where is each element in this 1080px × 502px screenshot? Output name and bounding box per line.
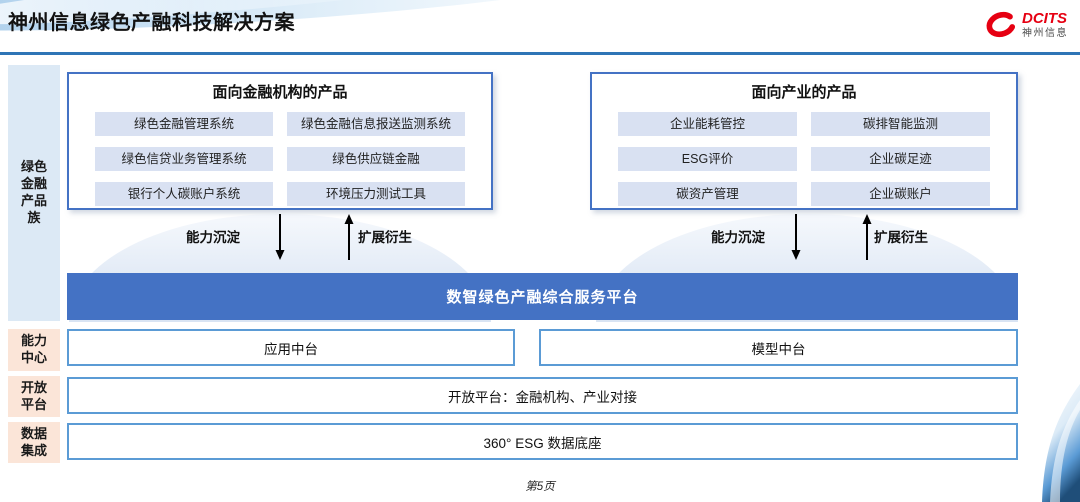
product-item: 企业碳足迹 <box>811 147 990 171</box>
product-item: 企业能耗管控 <box>618 112 797 136</box>
product-item: 银行个人碳账户系统 <box>95 182 273 206</box>
flow-label-expand-derive: 扩展衍生 <box>874 230 928 245</box>
product-item: 环境压力测试工具 <box>287 182 465 206</box>
logo-brand-subtitle: 神州信息 <box>1022 28 1068 39</box>
product-item: 绿色金融管理系统 <box>95 112 273 136</box>
product-item: 绿色金融信息报送监测系统 <box>287 112 465 136</box>
product-group-industry: 面向产业的产品 企业能耗管控 碳排智能监测 ESG评价 企业碳足迹 碳资产管理 … <box>590 72 1018 210</box>
flow-label-expand-derive: 扩展衍生 <box>358 230 412 245</box>
down-arrow-icon <box>275 214 285 260</box>
product-grid: 绿色金融管理系统 绿色金融信息报送监测系统 绿色信贷业务管理系统 绿色供应链金融… <box>95 112 465 206</box>
flow-label-capability-settle: 能力沉淀 <box>186 230 240 245</box>
product-item: 绿色信贷业务管理系统 <box>95 147 273 171</box>
product-group-title: 面向金融机构的产品 <box>212 84 348 101</box>
product-item: 绿色供应链金融 <box>287 147 465 171</box>
platform-bar: 数智绿色产融综合服务平台 <box>67 273 1018 320</box>
product-item: 碳资产管理 <box>618 182 797 206</box>
sidebar-label-text: 能力中心 <box>21 333 48 365</box>
logo-brand-name: DCITS <box>1022 10 1067 27</box>
sidebar-label-text: 数据集成 <box>21 425 48 458</box>
down-arrow-icon <box>791 214 801 260</box>
dcits-logo: DCITS 神州信息 <box>983 9 1068 41</box>
up-arrow-icon <box>862 214 872 260</box>
flow-label-capability-settle: 能力沉淀 <box>711 230 765 245</box>
product-item: ESG评价 <box>618 147 797 171</box>
logo-text: DCITS 神州信息 <box>1022 11 1068 39</box>
data-foundation-row: 360° ESG 数据底座 <box>67 423 1018 460</box>
up-arrow-icon <box>344 214 354 260</box>
sidebar-label-data-integration: 数据集成 <box>8 422 60 463</box>
sidebar-label-text: 绿色金融产品族 <box>21 159 48 225</box>
open-platform-row: 开放平台：金融机构、产业对接 <box>67 377 1018 414</box>
middle-layer-model: 模型中台 <box>539 329 1018 366</box>
sidebar-label-capability-center: 能力中心 <box>8 329 60 371</box>
corner-swoosh-decoration <box>1042 384 1080 502</box>
sidebar-label-open-platform: 开放平台 <box>8 376 60 417</box>
middle-layer-application: 应用中台 <box>67 329 515 366</box>
product-group-financial-institutions: 面向金融机构的产品 绿色金融管理系统 绿色金融信息报送监测系统 绿色信贷业务管理… <box>67 72 493 210</box>
product-grid: 企业能耗管控 碳排智能监测 ESG评价 企业碳足迹 碳资产管理 企业碳账户 <box>618 112 990 206</box>
sidebar-label-product-family: 绿色金融产品族 <box>8 65 60 321</box>
page-title: 神州信息绿色产融科技解决方案 <box>8 12 295 34</box>
sidebar-label-text: 开放平台 <box>21 379 48 412</box>
product-group-title: 面向产业的产品 <box>751 84 857 101</box>
page-number: 第5页 <box>525 481 555 493</box>
dcits-swirl-icon <box>986 11 1016 38</box>
product-item: 企业碳账户 <box>811 182 990 206</box>
product-item: 碳排智能监测 <box>811 112 990 136</box>
header-divider <box>0 52 1080 55</box>
